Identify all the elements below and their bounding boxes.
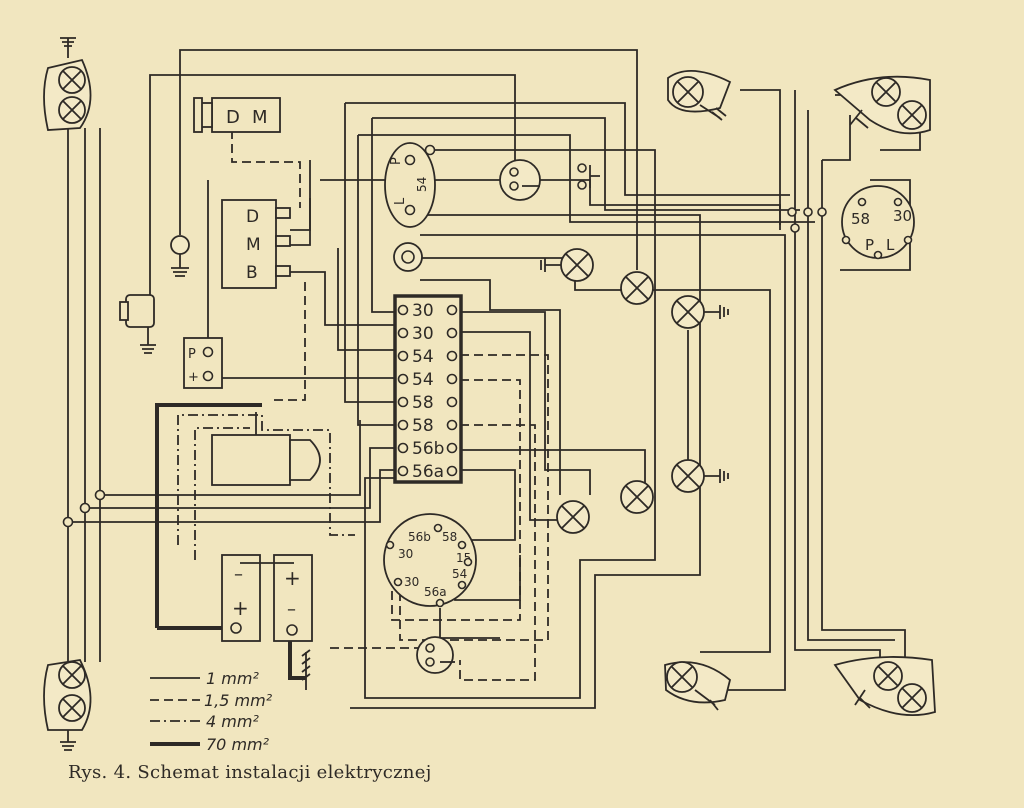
rear-connector-label-l: L (886, 236, 895, 254)
fuse-label: 54 (412, 347, 434, 367)
ground-icon (301, 649, 311, 690)
fuse-block: 30 30 54 54 58 58 56b 56a (393, 294, 463, 484)
rear-connector-label-p: P (865, 236, 874, 254)
fuse-terminal-right (446, 396, 458, 408)
rear-lamp-top-right (833, 75, 931, 135)
fuse-terminal-right (446, 419, 458, 431)
dynamo-dm: D M (193, 97, 281, 133)
connector-label-58: 58 (442, 530, 457, 544)
fuse-row: 58 (397, 416, 458, 436)
horn-icon (170, 235, 190, 277)
rear-connector-label-58: 58 (851, 210, 870, 228)
left-lamp-rails (62, 128, 106, 662)
rear-lamp-top-left (667, 69, 732, 121)
battery: – + + – (221, 554, 313, 642)
fuse-terminal-right (446, 373, 458, 385)
ignition-switch: P 54 L (384, 142, 436, 228)
connector-label-30a: 30 (398, 547, 413, 561)
fuse-terminal-left (397, 442, 409, 454)
lamp-icon (620, 480, 654, 514)
fuse-terminal-left (397, 327, 409, 339)
ignition-label-54: 54 (415, 177, 429, 192)
push-switch-icon (577, 163, 600, 190)
fuse-label: 56b (412, 439, 444, 459)
left-headlamp-top (43, 37, 92, 131)
lock-icon (393, 242, 423, 272)
ignition-label-p: P (389, 157, 404, 165)
fuse-row: 58 (397, 393, 458, 413)
fuse-label: 58 (412, 393, 434, 413)
regulator-label-b: B (246, 263, 258, 283)
fuse-row: 56b (397, 439, 458, 459)
regulator-dmb: D M B (221, 199, 291, 289)
fuse-row: 54 (397, 370, 458, 390)
fuse-terminal-right (446, 465, 458, 477)
lamp-icon (620, 271, 654, 305)
brake-switch-icon (499, 159, 541, 201)
fuse-terminal-right (446, 327, 458, 339)
lamp-icon (671, 459, 729, 493)
fuse-terminal-left (397, 350, 409, 362)
fuse-label: 30 (412, 324, 434, 344)
connector-label-56a: 56a (424, 585, 447, 599)
dynamo-label-m: M (252, 107, 268, 128)
fuse-terminal-right (446, 442, 458, 454)
legend-label-1mm: 1 mm² (206, 669, 259, 688)
switch-p: P + (183, 337, 223, 389)
fuse-row: 30 (397, 301, 458, 321)
starter-motor (211, 412, 321, 486)
fuse-label: 56a (412, 462, 444, 482)
regulator-label-m: M (246, 235, 261, 255)
legend-label-1-5mm: 1,5 mm² (204, 691, 273, 710)
ignition-label-l: L (393, 197, 408, 205)
connector-label-54: 54 (452, 567, 467, 581)
fuse-terminal-left (397, 396, 409, 408)
round-connector: 56b 58 30 15 54 30 56a (383, 513, 477, 608)
lamp-icon (540, 248, 594, 282)
battery-right-plus: + (284, 566, 301, 590)
rear-lamp-bottom-right (833, 656, 936, 717)
legend-label-4mm: 4 mm² (206, 712, 259, 731)
rear-connector: 58 30 P L (787, 185, 915, 260)
connector-label-30b: 30 (404, 575, 419, 589)
fuse-label: 58 (412, 416, 434, 436)
fuse-terminal-right (446, 304, 458, 316)
rear-lamp-bottom-left (664, 661, 732, 711)
fuse-terminal-left (397, 373, 409, 385)
legend-label-70mm: 70 mm² (206, 735, 270, 754)
lamp-icon (671, 295, 729, 329)
starter-button-icon (119, 294, 156, 354)
legend: 1 mm² 1,5 mm² 4 mm² 70 mm² (150, 669, 273, 754)
figure-caption: Rys. 4. Schemat instalacji elektrycznej (68, 762, 432, 783)
battery-left-plus: + (232, 596, 249, 620)
fuse-row: 56a (397, 462, 458, 482)
fuse-terminal-left (397, 304, 409, 316)
fuse-row: 30 (397, 324, 458, 344)
regulator-label-d: D (246, 207, 259, 227)
left-headlamp-bottom (43, 659, 92, 751)
fuse-row: 54 (397, 347, 458, 367)
fuse-label: 30 (412, 301, 434, 321)
lamp-icon (556, 500, 590, 534)
switch-label-p: P (188, 347, 196, 362)
connector-label-56b: 56b (408, 530, 431, 544)
stoplight-switch-icon (416, 636, 455, 674)
dynamo-label-d: D (226, 107, 240, 128)
switch-label-plus: + (188, 370, 199, 385)
battery-right-minus: – (287, 599, 296, 620)
fuse-terminal-right (446, 350, 458, 362)
fuse-label: 54 (412, 370, 434, 390)
battery-left-minus: – (234, 564, 243, 585)
rear-connector-label-30: 30 (893, 207, 912, 225)
indicator-lamps (540, 248, 729, 534)
fuse-terminal-left (397, 465, 409, 477)
fuse-terminal-left (397, 419, 409, 431)
